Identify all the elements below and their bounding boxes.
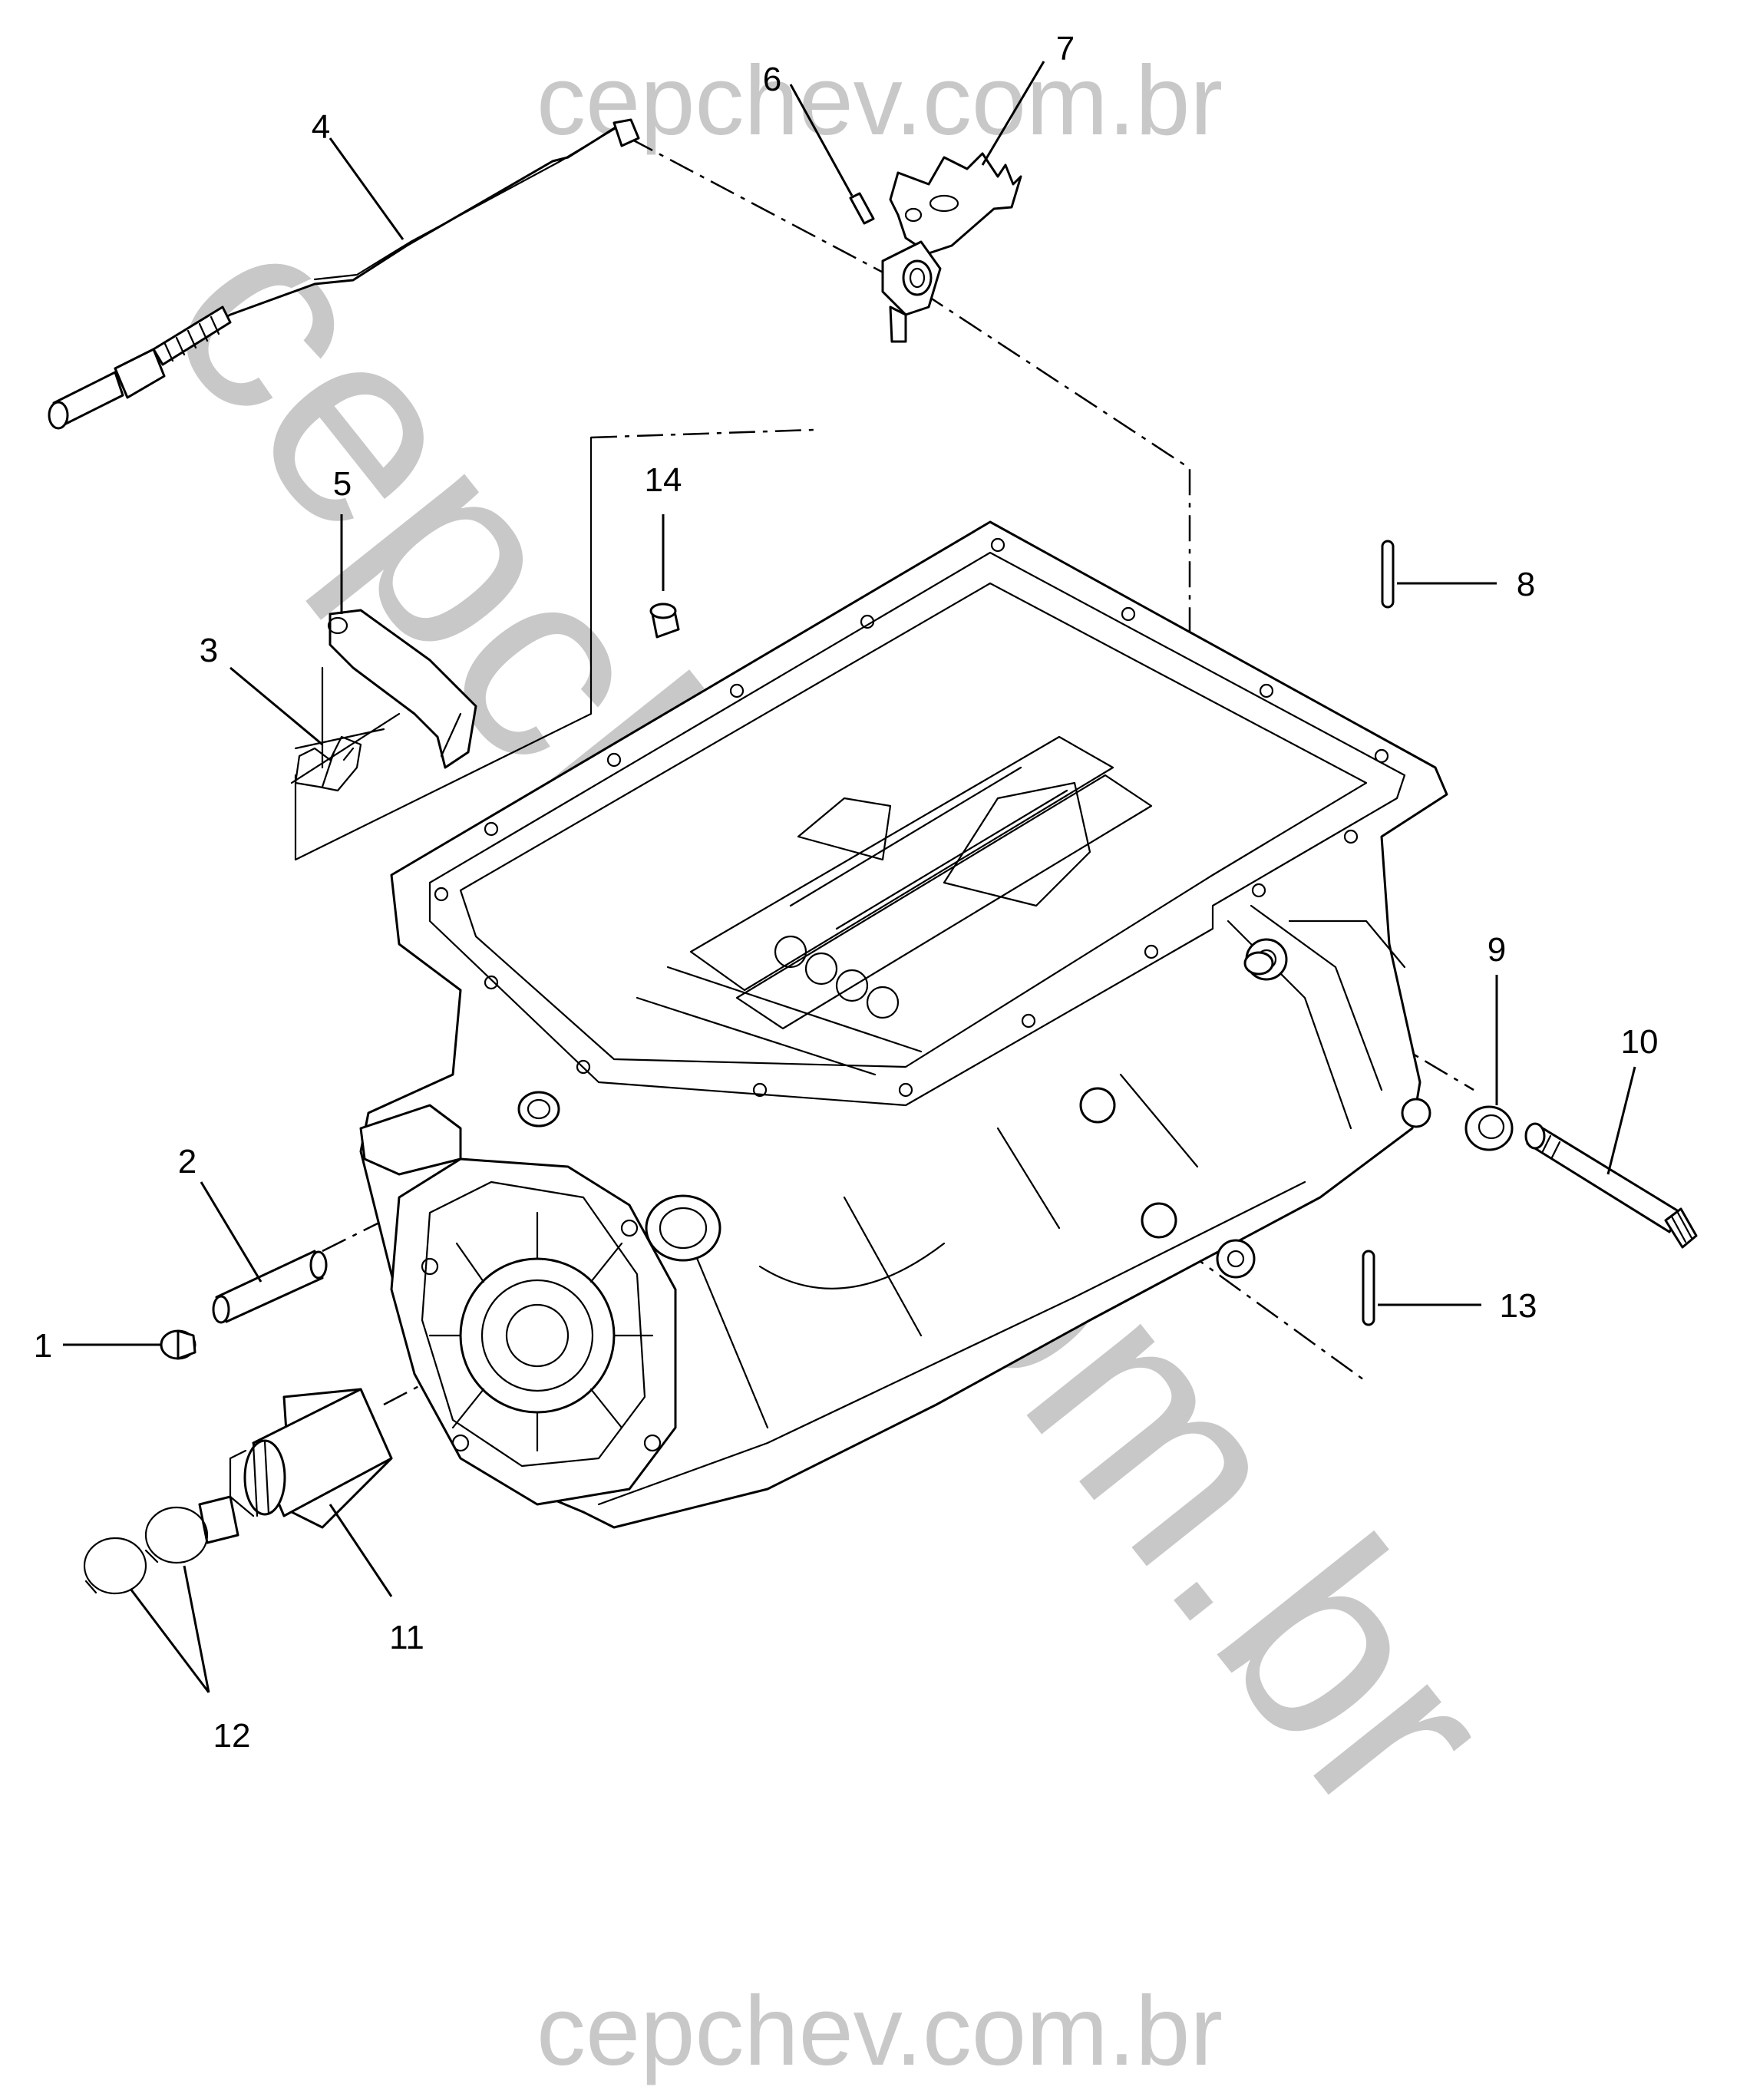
- callout-14: 14: [645, 461, 682, 499]
- part-8-dowel-pin: [1381, 540, 1395, 609]
- callout-13: 13: [1500, 1287, 1537, 1325]
- callout-3: 3: [200, 632, 218, 669]
- part-5-bracket: [327, 609, 477, 769]
- callout-7: 7: [1056, 30, 1075, 68]
- callout-labels: 1 2 3 4 5 6 7 8 9 10 11 12 13 14: [34, 30, 1659, 1755]
- callout-9: 9: [1488, 931, 1506, 969]
- transmission-housing: [359, 520, 1448, 1529]
- part-3-5-reference-frame: [294, 436, 593, 861]
- callout-5: 5: [333, 465, 352, 503]
- leader-lines: [63, 61, 1636, 1693]
- part-9-seal: [1464, 1105, 1514, 1151]
- part-3-clip: [290, 712, 401, 792]
- part-6-roll-pin: [849, 192, 875, 225]
- callout-1: 1: [34, 1327, 52, 1365]
- callout-12: 12: [213, 1717, 251, 1755]
- part-2-pin: [212, 1250, 328, 1324]
- part-4-shift-rod: [48, 118, 640, 430]
- part-10-shaft: [1524, 1122, 1698, 1249]
- part-13-dowel-pin: [1362, 1250, 1375, 1326]
- callout-11: 11: [389, 1619, 424, 1656]
- callout-6: 6: [763, 61, 781, 98]
- part-12-snap-rings: [83, 1506, 209, 1595]
- watermark-top: cepchev.com.br: [537, 46, 1223, 156]
- part-11-output-sleeve: [198, 1388, 393, 1544]
- callout-10: 10: [1621, 1023, 1659, 1061]
- callout-8: 8: [1517, 566, 1535, 603]
- flange-bolt-holes: [434, 537, 1389, 1098]
- part-14-plug: [649, 603, 680, 639]
- callout-2: 2: [178, 1143, 196, 1180]
- part-1-plug: [160, 1329, 196, 1360]
- callout-4: 4: [312, 108, 330, 146]
- watermark-bottom: cepchev.com.br: [537, 1976, 1223, 2086]
- part-7-shift-lever: [881, 152, 1022, 343]
